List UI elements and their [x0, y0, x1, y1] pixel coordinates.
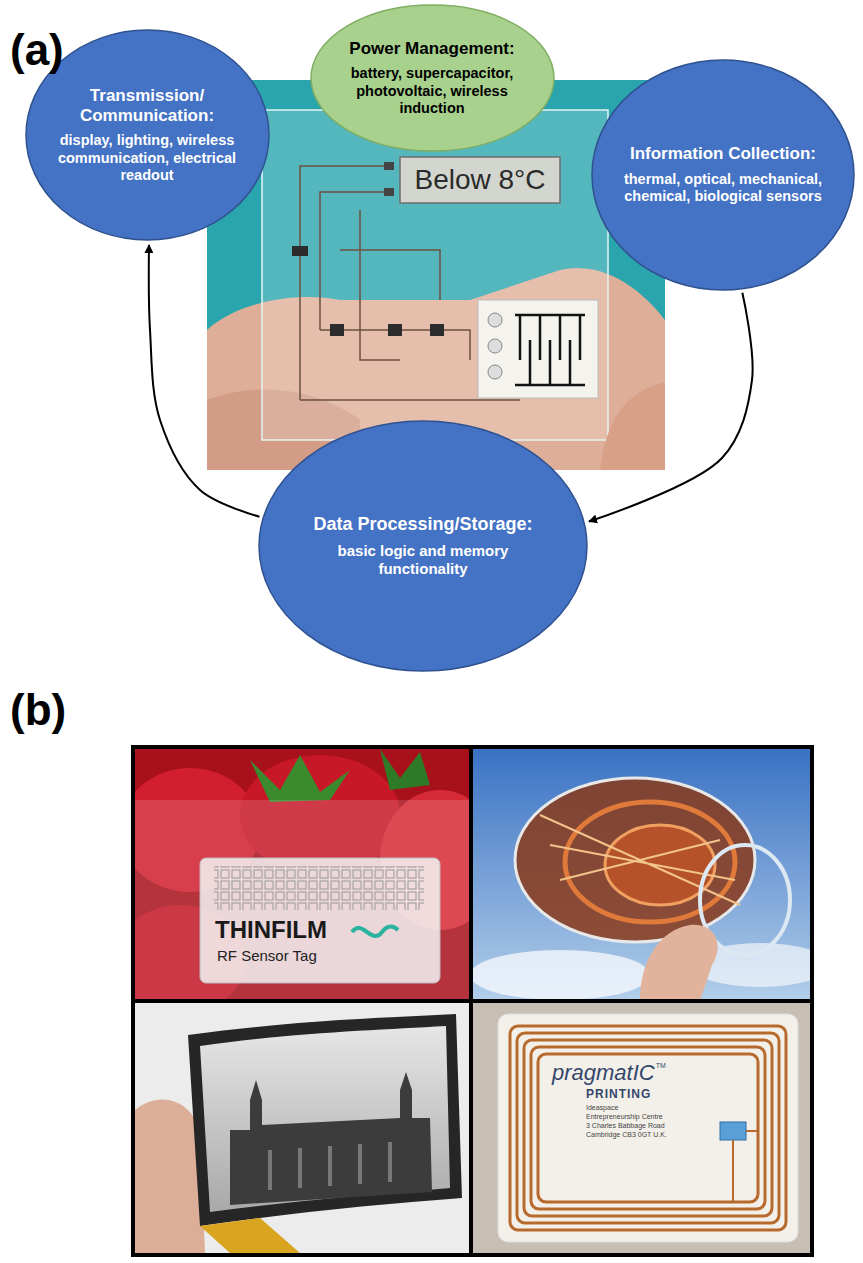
sensor-tag-photo — [135, 749, 471, 1001]
antenna-coil — [531, 1047, 765, 1209]
function-circle: Information Collection: thermal, optical,… — [591, 59, 855, 291]
chip-wire — [733, 1131, 758, 1202]
circle-shape — [311, 5, 554, 151]
transparent-substrate — [262, 110, 608, 440]
circle-heading: Transmission/ Communication: — [49, 86, 245, 127]
sensor-pad — [488, 313, 502, 327]
circle-body: battery, supercapacitor, photovoltaic, w… — [334, 65, 530, 117]
interdigitated-electrode — [515, 315, 585, 385]
display-contact — [384, 188, 394, 196]
antenna-coil — [510, 1026, 786, 1230]
photo-background — [471, 1001, 810, 1253]
display-text: Below 8°C — [400, 166, 560, 194]
brand-text: pragmatIC — [552, 1062, 655, 1084]
component — [430, 324, 444, 336]
display-image — [200, 1026, 450, 1212]
address-text: Cambridge CB3 0GT U.K. — [586, 1131, 667, 1138]
circle-text: Information Collection: thermal, optical,… — [618, 144, 829, 205]
component — [388, 324, 402, 336]
circle-body: display, lighting, wireless communicatio… — [49, 132, 245, 184]
thumb — [600, 382, 665, 470]
strawberry-leaves — [250, 755, 350, 802]
sensor-pad — [488, 339, 502, 353]
rfid-card-photo — [471, 1001, 810, 1253]
panel-divider — [133, 999, 812, 1003]
plastic-box — [135, 800, 471, 1001]
hand — [640, 925, 718, 1001]
trademark-mark: TM — [656, 1062, 666, 1069]
circle-body: thermal, optical, mechanical, chemical, … — [618, 171, 829, 206]
flow-arrow — [149, 245, 260, 517]
rf-tag — [200, 858, 440, 983]
brand-text: THINFILM — [215, 918, 327, 942]
antenna-coil — [538, 1054, 758, 1202]
circle-heading: Power Management: — [334, 39, 530, 59]
display-contact — [384, 162, 394, 170]
flow-arrow — [589, 293, 753, 522]
flex-cable — [200, 1218, 300, 1253]
solar-film-photo — [471, 749, 810, 1001]
address-text: Ideaspace — [586, 1104, 618, 1111]
circle-text: Data Processing/Storage: basic logic and … — [291, 514, 555, 578]
chapel-windows — [270, 1142, 390, 1190]
photo-background — [135, 1001, 471, 1253]
circle-heading: Information Collection: — [618, 144, 829, 164]
circle-body: basic logic and memory functionality — [291, 542, 555, 578]
sensor-array — [214, 866, 424, 910]
logo-mark — [352, 927, 398, 937]
sensor-pad — [488, 365, 502, 379]
film-cells — [540, 815, 740, 905]
circle-text: Transmission/ Communication: display, lig… — [49, 86, 245, 185]
rolled-film — [515, 778, 755, 942]
display-frame — [188, 1014, 462, 1226]
address-text: Entrepreneurship Centre — [586, 1113, 663, 1120]
cloud — [471, 950, 650, 1000]
component — [292, 246, 308, 256]
power-circle: Power Management: battery, supercapacitor… — [310, 4, 555, 152]
panel-label: (a) — [10, 28, 64, 72]
circle-shape — [259, 421, 587, 671]
function-circle: Data Processing/Storage: basic logic and … — [258, 420, 588, 672]
card — [498, 1014, 798, 1242]
chapel-silhouette — [230, 1072, 432, 1205]
tag-text: RF Sensor Tag — [217, 948, 317, 963]
film-stripe — [565, 802, 735, 922]
circle-heading: Data Processing/Storage: — [291, 514, 555, 536]
chip — [720, 1122, 746, 1140]
flexible-display-photo — [135, 1001, 471, 1253]
circle-text: Power Management: battery, supercapacitor… — [334, 39, 530, 118]
circle-shape — [592, 60, 854, 290]
address-text: 3 Charles Babbage Road — [586, 1122, 665, 1129]
display-panel — [400, 157, 560, 203]
antenna-coil — [524, 1040, 772, 1216]
component — [330, 324, 344, 336]
antenna-coil — [517, 1033, 779, 1223]
panel-label: (b) — [10, 688, 66, 732]
panel-frame — [133, 747, 812, 1255]
sensor-patch — [478, 300, 598, 398]
brand-text: PRINTING — [586, 1088, 651, 1100]
strawberry-leaves — [380, 749, 430, 790]
